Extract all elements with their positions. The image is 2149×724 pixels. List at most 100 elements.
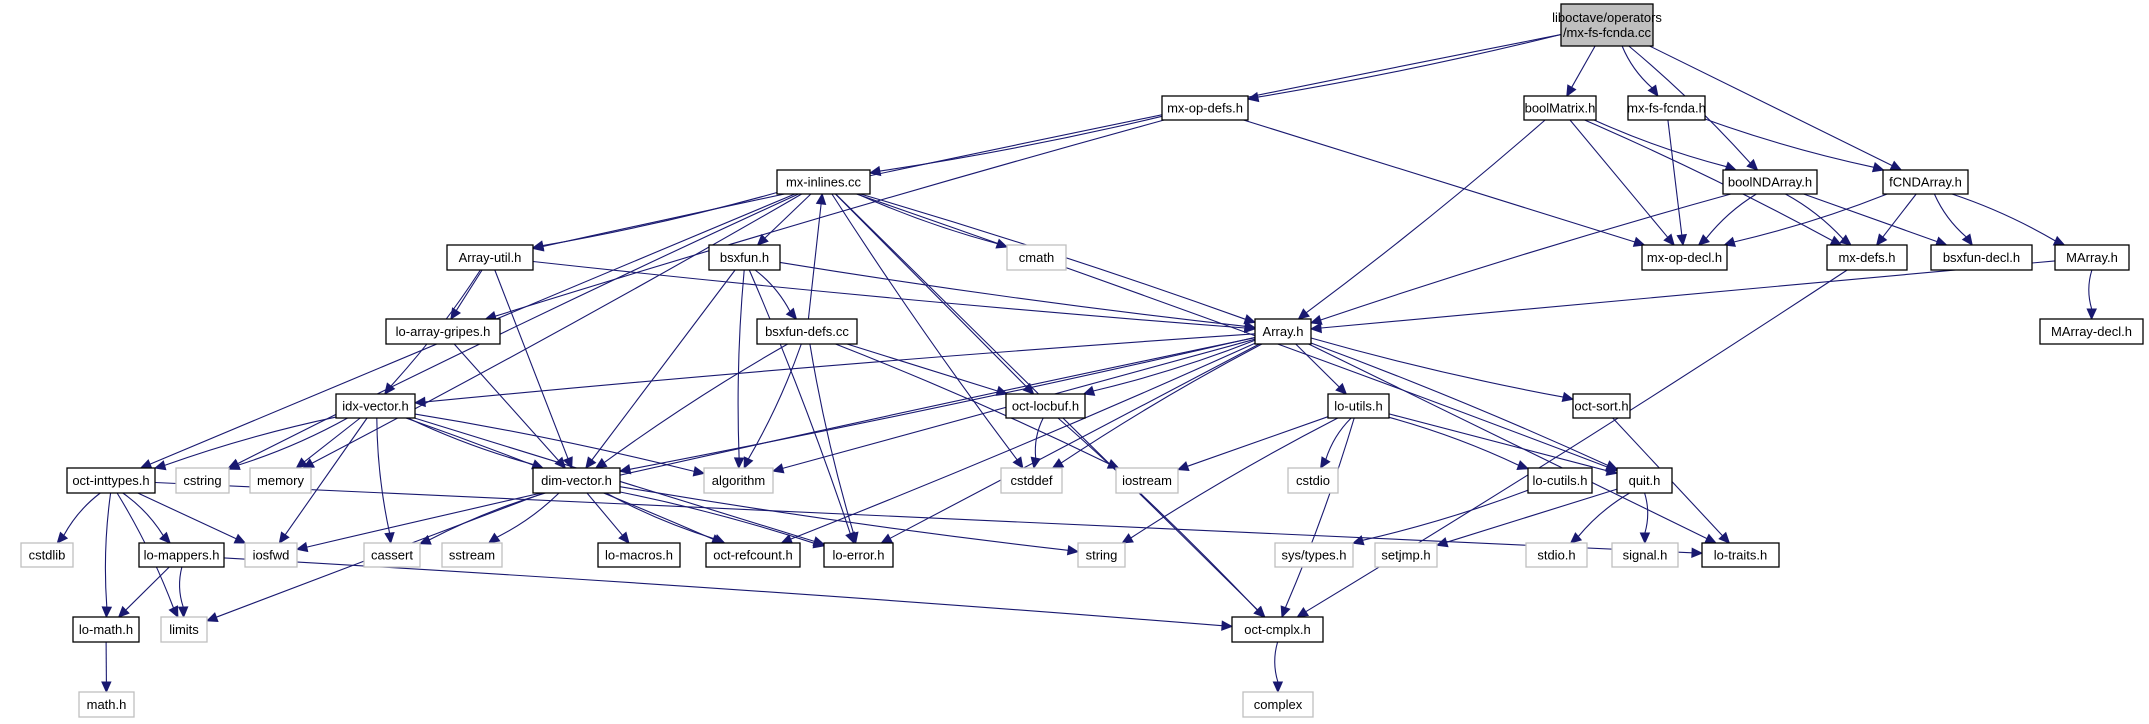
edge-bsxfun-to-lo-error — [748, 269, 856, 545]
node-bsxfun-decl[interactable]: bsxfun-decl.h — [1930, 244, 2033, 271]
node-oct-cmplx[interactable]: oct-cmplx.h — [1231, 616, 1324, 643]
node-bsxfun-defs[interactable]: bsxfun-defs.cc — [756, 318, 858, 345]
node-box[interactable] — [66, 467, 156, 494]
node-oct-inttypes[interactable]: oct-inttypes.h — [66, 467, 156, 494]
node-box[interactable] — [776, 169, 871, 195]
node-box — [1287, 467, 1339, 494]
node-lo-traits[interactable]: lo-traits.h — [1701, 542, 1780, 568]
node-box[interactable] — [823, 542, 894, 568]
node-lo-utils[interactable]: lo-utils.h — [1327, 393, 1390, 419]
edge-boolNDArray-to-mx-op-decl — [1697, 193, 1757, 246]
edge-boolMatrix-to-mx-op-decl — [1569, 119, 1675, 246]
arrowhead-icon — [1875, 233, 1888, 246]
node-box[interactable] — [705, 542, 801, 568]
node-lo-cutils[interactable]: lo-cutils.h — [1527, 467, 1593, 494]
node-box[interactable] — [1930, 244, 2033, 271]
node-oct-refcount[interactable]: oct-refcount.h — [705, 542, 801, 568]
node-label: oct-cmplx.h — [1244, 622, 1310, 637]
node-box[interactable] — [1254, 318, 1312, 345]
edge-line — [1388, 413, 1608, 472]
node-fCNDArray[interactable]: fCNDArray.h — [1882, 169, 1969, 195]
node-box[interactable] — [1882, 169, 1969, 195]
node-MArray-decl[interactable]: MArray-decl.h — [2039, 318, 2144, 345]
edge-lo-mappers-to-limits — [177, 566, 189, 619]
node-box[interactable] — [2039, 318, 2144, 345]
node-box[interactable] — [2054, 244, 2130, 271]
arrowhead-icon — [1243, 320, 1257, 332]
node-box[interactable] — [1560, 3, 1654, 47]
node-box[interactable] — [1616, 467, 1673, 494]
edge-oct-inttypes-to-lo-traits — [154, 481, 1704, 559]
node-MArray[interactable]: MArray.h — [2054, 244, 2130, 271]
edge-line — [879, 115, 1163, 172]
node-label: oct-locbuf.h — [1012, 399, 1079, 414]
node-box[interactable] — [335, 393, 416, 419]
node-quit[interactable]: quit.h — [1616, 467, 1673, 494]
arrowhead-icon — [1309, 314, 1323, 325]
node-box[interactable] — [72, 616, 140, 643]
node-mx-inlines[interactable]: mx-inlines.cc — [776, 169, 871, 195]
node-box[interactable] — [1005, 393, 1086, 419]
node-bsxfun[interactable]: bsxfun.h — [708, 244, 781, 271]
node-label: cstddef — [1011, 473, 1053, 488]
arrowhead-icon — [177, 606, 189, 619]
node-box[interactable] — [1527, 467, 1593, 494]
node-mx-op-defs[interactable]: mx-op-defs.h — [1161, 95, 1249, 121]
node-idx-vector[interactable]: idx-vector.h — [335, 393, 416, 419]
node-box[interactable] — [532, 467, 621, 494]
edge-dim-vector-to-lo-macros — [586, 492, 630, 544]
node-box[interactable] — [756, 318, 858, 345]
arrowhead-icon — [1319, 456, 1331, 470]
node-box[interactable] — [385, 318, 501, 345]
node-box — [20, 542, 74, 568]
edge-bsxfun-to-Array — [779, 261, 1257, 332]
node-box — [363, 542, 421, 568]
node-lo-math[interactable]: lo-math.h — [72, 616, 140, 643]
node-label: lo-math.h — [79, 622, 133, 637]
node-lo-mappers[interactable]: lo-mappers.h — [138, 542, 225, 568]
node-mx-defs[interactable]: mx-defs.h — [1826, 244, 1908, 271]
edge-oct-locbuf-to-oct-cmplx — [1057, 417, 1266, 618]
edge-line — [1325, 417, 1352, 460]
edge-mx-fs-fcnda-h-to-fCNDArray — [1704, 118, 1885, 173]
node-lo-array-gripes[interactable]: lo-array-gripes.h — [385, 318, 501, 345]
node-box[interactable] — [1641, 244, 1728, 271]
node-box[interactable] — [597, 542, 681, 568]
node-box[interactable] — [446, 244, 534, 271]
edge-line — [1621, 45, 1653, 89]
node-box[interactable] — [1627, 95, 1706, 121]
node-root[interactable]: liboctave/operators/mx-fs-fcnda.cc — [1552, 3, 1662, 47]
node-dim-vector[interactable]: dim-vector.h — [532, 467, 621, 494]
node-box — [1374, 542, 1438, 568]
node-box[interactable] — [1572, 393, 1631, 419]
node-box[interactable] — [1826, 244, 1908, 271]
node-mx-op-decl[interactable]: mx-op-decl.h — [1641, 244, 1728, 271]
node-lo-macros[interactable]: lo-macros.h — [597, 542, 681, 568]
node-box[interactable] — [138, 542, 225, 568]
arrowhead-icon — [1569, 532, 1583, 544]
node-Array[interactable]: Array.h — [1254, 318, 1312, 345]
node-label: bsxfun-decl.h — [1943, 250, 2020, 265]
edge-line — [889, 343, 1260, 539]
node-box[interactable] — [708, 244, 781, 271]
node-Array-util[interactable]: Array-util.h — [446, 244, 534, 271]
node-label: limits — [169, 622, 199, 637]
node-box[interactable] — [1231, 616, 1324, 643]
arrowhead-icon — [227, 460, 241, 470]
node-box[interactable] — [1327, 393, 1390, 419]
node-lo-error[interactable]: lo-error.h — [823, 542, 894, 568]
edge-Array-to-lo-error — [880, 343, 1260, 544]
node-boolMatrix[interactable]: boolMatrix.h — [1523, 95, 1597, 121]
node-mx-fs-fcnda-h[interactable]: mx-fs-fcnda.h — [1627, 95, 1706, 121]
node-oct-sort[interactable]: oct-sort.h — [1572, 393, 1631, 419]
node-iostream: iostream — [1115, 467, 1179, 494]
node-box[interactable] — [1161, 95, 1249, 121]
arrowhead-icon — [2086, 308, 2097, 321]
node-box[interactable] — [1722, 169, 1818, 195]
node-box[interactable] — [1523, 95, 1597, 121]
node-boolNDArray[interactable]: boolNDArray.h — [1722, 169, 1818, 195]
arrowhead-icon — [139, 459, 153, 469]
node-oct-locbuf[interactable]: oct-locbuf.h — [1005, 393, 1086, 419]
node-box[interactable] — [1701, 542, 1780, 568]
edge-line — [1704, 118, 1875, 168]
